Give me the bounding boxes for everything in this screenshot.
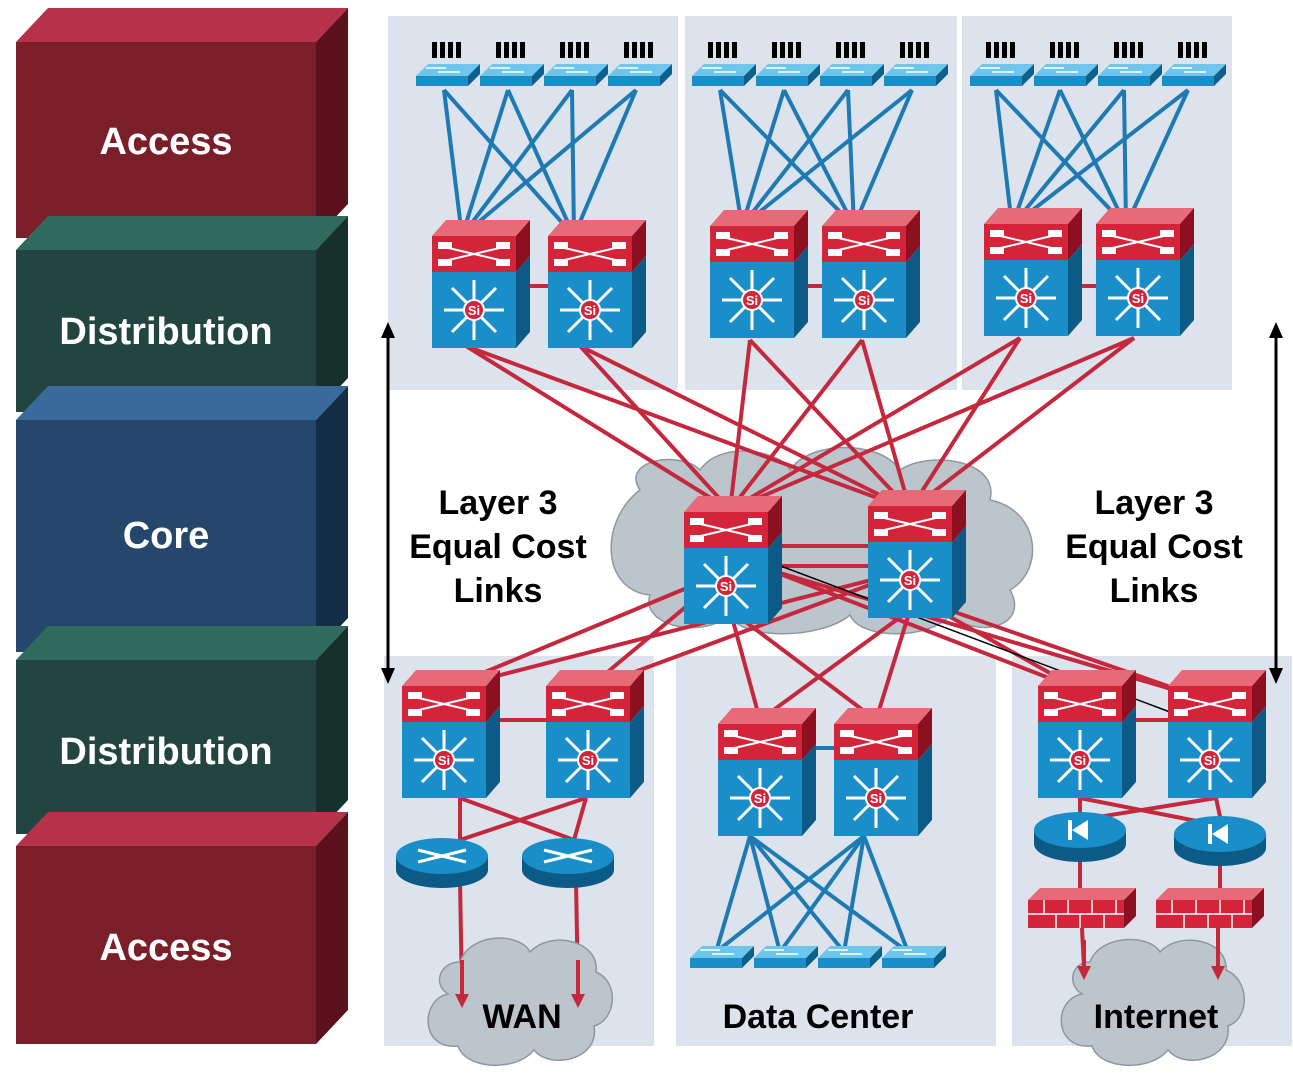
- layer3-switch-icon: [1036, 668, 1138, 800]
- layer-label-distribution-bottom: Distribution: [59, 731, 272, 773]
- equal-cost-right-line1: Layer 3: [1094, 484, 1213, 522]
- equal-cost-label-right: Layer 3 Equal Cost Links: [1065, 484, 1243, 610]
- layer3-switch-icon: [1166, 668, 1268, 800]
- internet-label: Internet: [1094, 998, 1219, 1036]
- layer-label-distribution-top: Distribution: [59, 311, 272, 353]
- equal-cost-right-line2: Equal Cost: [1065, 528, 1243, 566]
- wan-label: WAN: [482, 998, 561, 1036]
- access-switch-icon: [689, 945, 755, 969]
- access-switch-icon: [415, 63, 481, 87]
- layer3-switch-icon: [982, 206, 1084, 338]
- internet-cloud-icon: [1060, 938, 1245, 1067]
- access-switch-icon: [755, 63, 821, 87]
- layer3-switch-icon: [716, 706, 818, 838]
- access-switch-icon: [819, 63, 885, 87]
- access-switch-icon: [1161, 63, 1227, 87]
- layer3-switch-icon: [546, 218, 648, 350]
- layer-block-access-bottom: Access: [16, 812, 348, 1044]
- equal-cost-left-line1: Layer 3: [438, 484, 557, 522]
- access-switch-icon: [543, 63, 609, 87]
- layer-label-access-top: Access: [99, 121, 232, 163]
- access-switch-icon: [1033, 63, 1099, 87]
- access-switch-icon: [817, 945, 883, 969]
- layer-label-core: Core: [123, 515, 210, 557]
- layer3-switch-icon: [832, 706, 934, 838]
- layer-block-access-top: Access: [16, 8, 348, 238]
- equal-cost-label-left: Layer 3 Equal Cost Links: [409, 484, 587, 610]
- equal-cost-left-line3: Links: [454, 572, 543, 610]
- layer3-switch-icon: [544, 668, 646, 800]
- router-icon: [520, 836, 616, 890]
- layer-block-distribution-top: Distribution: [16, 216, 348, 412]
- router-icon: [394, 836, 490, 890]
- data-center-label: Data Center: [723, 998, 914, 1036]
- layer3-switch-icon: [1094, 206, 1196, 338]
- layer-label-access-bottom: Access: [99, 927, 232, 969]
- access-switch-icon: [607, 63, 673, 87]
- layer3-switch-icon: [820, 208, 922, 340]
- access-switch-icon: [691, 63, 757, 87]
- access-switch-icon: [479, 63, 545, 87]
- firewall-icon: [1027, 887, 1137, 929]
- right-double-arrow: [1269, 322, 1283, 684]
- firewall-icon: [1155, 887, 1265, 929]
- access-switch-icon: [1097, 63, 1163, 87]
- access-switch-icon: [969, 63, 1035, 87]
- layer3-switch-icon: [400, 668, 502, 800]
- access-switch-icon: [753, 945, 819, 969]
- access-switch-icon: [883, 63, 949, 87]
- access-switch-icon: [881, 945, 947, 969]
- layer-block-distribution-bottom: Distribution: [16, 626, 348, 834]
- layer3-switch-icon: [708, 208, 810, 340]
- layer3-switch-icon: [682, 494, 784, 626]
- data-center-panel: [676, 656, 996, 1046]
- wan-cloud-icon: [427, 937, 613, 1067]
- load-balancer-icon: [1174, 816, 1266, 866]
- layer-block-core: Core: [16, 386, 348, 652]
- layer3-switch-icon: [866, 488, 968, 620]
- load-balancer-icon: [1034, 812, 1126, 862]
- layer3-switch-icon: [430, 218, 532, 350]
- equal-cost-right-line3: Links: [1110, 572, 1199, 610]
- left-double-arrow: [381, 322, 395, 684]
- equal-cost-left-line2: Equal Cost: [409, 528, 587, 566]
- blue-access-links: [442, 88, 1190, 954]
